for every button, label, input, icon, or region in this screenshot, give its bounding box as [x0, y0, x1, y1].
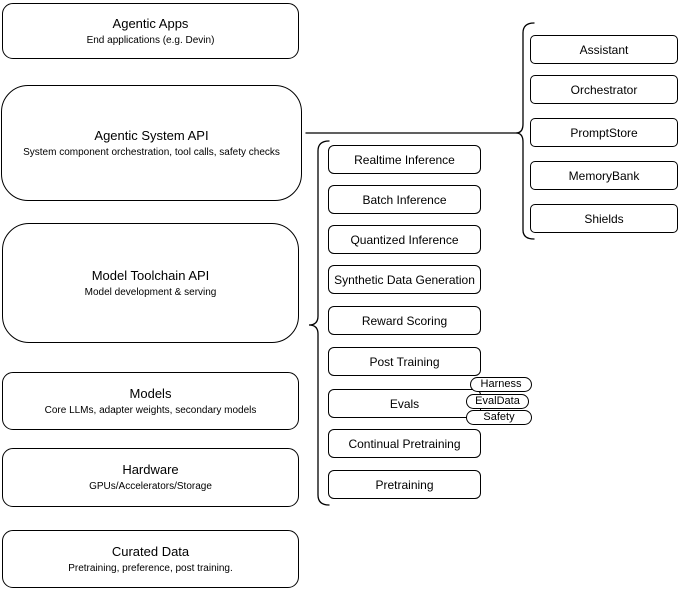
box-title: Curated Data [111, 543, 190, 559]
box-synthetic-data-generation: Synthetic Data Generation [328, 265, 481, 294]
pill-evaldata: EvalData [466, 394, 529, 409]
box-continual-pretraining: Continual Pretraining [328, 429, 481, 458]
box-post-training: Post Training [328, 347, 481, 376]
box-subtitle: Pretraining, preference, post training. [68, 562, 233, 574]
pill-harness: Harness [470, 377, 532, 392]
box-memorybank: MemoryBank [530, 161, 678, 190]
box-model-toolchain-api: Model Toolchain API Model development & … [2, 223, 299, 343]
box-batch-inference: Batch Inference [328, 185, 481, 214]
box-title: Models [129, 385, 172, 401]
box-quantized-inference: Quantized Inference [328, 225, 481, 254]
box-hardware: Hardware GPUs/Accelerators/Storage [2, 448, 299, 507]
box-evals: Evals [328, 389, 481, 418]
box-title: Agentic System API [94, 127, 209, 143]
box-realtime-inference: Realtime Inference [328, 145, 481, 174]
box-subtitle: End applications (e.g. Devin) [86, 34, 215, 46]
box-subtitle: Core LLMs, adapter weights, secondary mo… [44, 404, 257, 416]
box-promptstore: PromptStore [530, 118, 678, 147]
box-subtitle: GPUs/Accelerators/Storage [89, 481, 212, 492]
pill-safety: Safety [466, 410, 532, 425]
box-title: Model Toolchain API [91, 267, 210, 283]
box-reward-scoring: Reward Scoring [328, 306, 481, 335]
box-title: Hardware [122, 462, 179, 477]
box-curated-data: Curated Data Pretraining, preference, po… [2, 530, 299, 588]
box-title: Agentic Apps [112, 15, 189, 31]
box-agentic-system-api: Agentic System API System component orch… [1, 85, 302, 201]
box-subtitle: Model development & serving [84, 286, 217, 298]
box-agentic-apps: Agentic Apps End applications (e.g. Devi… [2, 3, 299, 59]
box-orchestrator: Orchestrator [530, 75, 678, 104]
box-subtitle: System component orchestration, tool cal… [23, 146, 280, 158]
box-assistant: Assistant [530, 35, 678, 64]
box-pretraining: Pretraining [328, 470, 481, 499]
toolchain-brace [308, 140, 330, 506]
box-models: Models Core LLMs, adapter weights, secon… [2, 372, 299, 430]
box-shields: Shields [530, 204, 678, 233]
